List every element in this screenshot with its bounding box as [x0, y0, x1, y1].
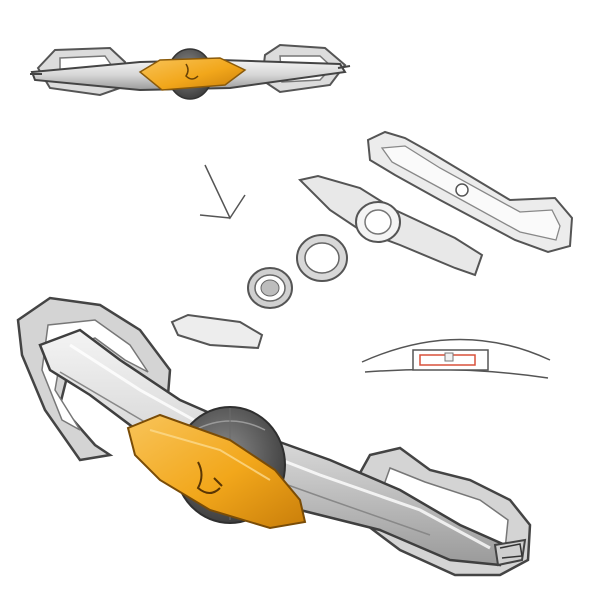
small-top-view [30, 43, 351, 100]
orange-cover [138, 57, 247, 91]
exploded-bearing [247, 267, 293, 309]
section-detail [361, 338, 551, 379]
hook-logo-icon [185, 63, 199, 80]
hook-logo-icon [196, 461, 223, 494]
exploded-ring [296, 234, 348, 282]
exploded-cover [170, 313, 264, 350]
arrow-mark [199, 164, 246, 220]
exploded-view [170, 130, 574, 350]
perspective-orange-cover [126, 413, 307, 530]
perspective-view [16, 296, 532, 577]
